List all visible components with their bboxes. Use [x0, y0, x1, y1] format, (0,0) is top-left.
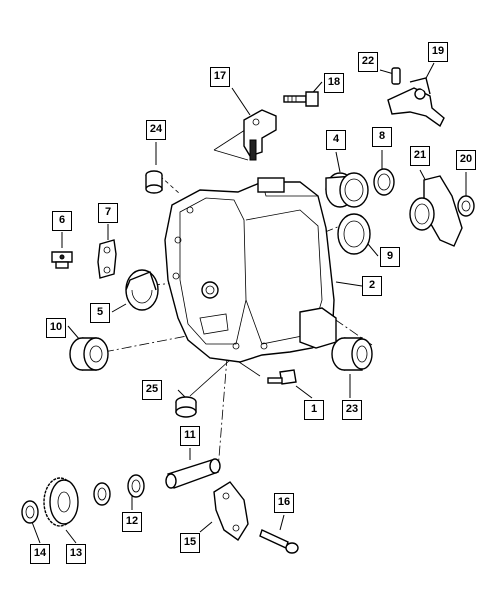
shift-lever-part-19 — [387, 77, 445, 128]
bearings-part-12 — [93, 474, 145, 506]
gear-part-13 — [43, 477, 79, 527]
callout-9: 9 — [380, 247, 400, 267]
callout-2: 2 — [362, 276, 382, 296]
bushing-part-4 — [325, 172, 369, 208]
cover-part-15 — [213, 481, 249, 542]
bolt-part-1 — [267, 369, 297, 385]
pin-part-22 — [391, 67, 401, 85]
callout-11: 11 — [180, 426, 200, 446]
bolt-part-6 — [51, 251, 73, 269]
callout-7: 7 — [98, 203, 118, 223]
callout-13: 13 — [66, 544, 86, 564]
cap-part-25 — [175, 396, 197, 418]
sensor-part-17 — [243, 109, 277, 161]
seal-part-9 — [337, 213, 371, 255]
callout-15: 15 — [180, 533, 200, 553]
callout-8: 8 — [372, 127, 392, 147]
callout-5: 5 — [90, 303, 110, 323]
bushing-part-23 — [331, 337, 373, 371]
nut-part-20 — [457, 195, 475, 217]
bolt-part-16 — [259, 529, 299, 554]
callout-4: 4 — [326, 130, 346, 150]
washer-part-14 — [21, 500, 39, 524]
transfer-case-housing — [164, 177, 337, 363]
bearing-part-5 — [125, 269, 159, 311]
callout-23: 23 — [342, 400, 362, 420]
callout-22: 22 — [358, 52, 378, 72]
plug-part-24 — [145, 170, 163, 194]
callout-18: 18 — [324, 73, 344, 93]
callout-25: 25 — [142, 380, 162, 400]
callout-24: 24 — [146, 120, 166, 140]
callout-16: 16 — [274, 493, 294, 513]
shaft-part-11 — [165, 458, 221, 489]
bolt-part-18 — [283, 91, 319, 107]
seal-part-8 — [373, 168, 395, 196]
callout-20: 20 — [456, 150, 476, 170]
callout-6: 6 — [52, 211, 72, 231]
callout-19: 19 — [428, 42, 448, 62]
callout-12: 12 — [122, 512, 142, 532]
yoke-part-21 — [409, 175, 463, 247]
callout-21: 21 — [410, 146, 430, 166]
callout-17: 17 — [210, 67, 230, 87]
callout-1: 1 — [304, 400, 324, 420]
retainer-part-7 — [97, 239, 117, 279]
callout-14: 14 — [30, 544, 50, 564]
bearing-part-10 — [69, 337, 109, 371]
callout-10: 10 — [46, 318, 66, 338]
